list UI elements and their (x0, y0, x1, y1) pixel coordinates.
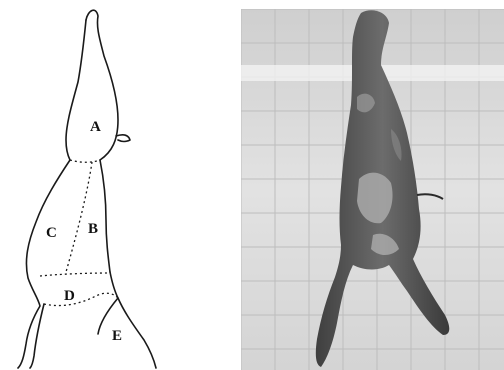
division-b-c (66, 162, 92, 272)
outline-left-torso (18, 160, 70, 368)
label-d: D (64, 288, 75, 304)
label-b: B (88, 221, 98, 237)
cut-diagram: A B C D E (0, 0, 236, 370)
outline-appendage (116, 135, 130, 142)
carcass-photo-image (241, 9, 504, 370)
division-d-lower (44, 293, 118, 305)
outline-left-upper (66, 20, 86, 160)
label-c: C (46, 225, 57, 241)
division-d-upper (40, 273, 110, 276)
outline-right-leg (110, 272, 156, 368)
carcass-outline-drawing: A B C D E (0, 0, 236, 370)
outline-neck (86, 10, 118, 160)
label-e: E (112, 328, 122, 344)
outline-left-leg-inner (30, 304, 44, 368)
label-a: A (90, 119, 101, 135)
carcass-photo (241, 9, 504, 370)
division-a-lower (70, 160, 100, 162)
outline-right-torso (100, 160, 110, 272)
